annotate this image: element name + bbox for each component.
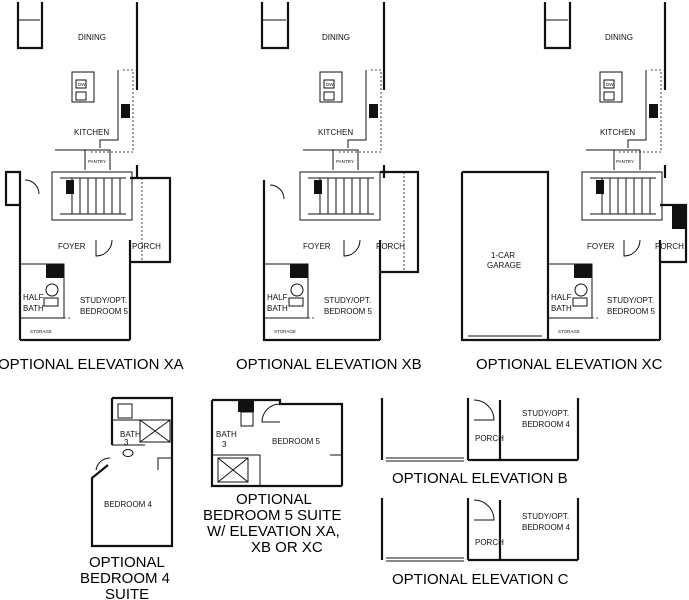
xb-bedroom-label: BEDROOM 5 <box>324 307 373 316</box>
plan-elevation-c <box>380 498 580 562</box>
xa-storage-label: STORAGE <box>30 329 52 334</box>
xa-caption: OPTIONAL ELEVATION XA <box>0 356 184 373</box>
xa-study-label: STUDY/OPT. <box>80 296 127 305</box>
xa-pantry-label: PANTRY <box>88 159 106 164</box>
bed4-bedroom-label: BEDROOM 4 <box>104 500 153 509</box>
elev-c-caption: OPTIONAL ELEVATION C <box>392 571 569 588</box>
xb-foyer-label: FOYER <box>303 242 331 251</box>
xa-dw-label: DW <box>78 82 86 87</box>
bed5-bath-number: 3 <box>222 440 227 449</box>
xb-study-label: STUDY/OPT. <box>324 296 371 305</box>
xc-bath-label: BATH <box>551 304 572 313</box>
bed5-bath-label: BATH <box>216 430 237 439</box>
xc-storage-label: STORAGE <box>558 329 580 334</box>
bed4-bath-label: BATH <box>120 430 141 439</box>
elev-b-bedroom-label: BEDROOM 4 <box>522 420 571 429</box>
plan-bedroom-4-suite <box>90 396 174 548</box>
bed5-caption-1: OPTIONAL <box>236 491 312 508</box>
bed5-caption-3: W/ ELEVATION XA, <box>207 523 340 540</box>
xc-porch-label: PORCH <box>655 242 684 251</box>
elev-b-study-label: STUDY/OPT. <box>522 409 569 418</box>
bed5-caption-2: BEDROOM 5 SUITE <box>203 507 341 524</box>
xb-dining-label: DINING <box>322 33 350 42</box>
xc-half-label: HALF <box>551 293 572 302</box>
xc-garage-label-1: 1-CAR <box>491 251 515 260</box>
xb-caption: OPTIONAL ELEVATION XB <box>236 356 422 373</box>
xc-caption: OPTIONAL ELEVATION XC <box>476 356 663 373</box>
xc-dw-label: DW <box>606 82 614 87</box>
xc-pantry-label: PANTRY <box>616 159 634 164</box>
plan-elevation-xc <box>460 2 688 342</box>
xa-foyer-label: FOYER <box>58 242 86 251</box>
bed5-bedroom-label: BEDROOM 5 <box>272 437 321 446</box>
xb-storage-label: STORAGE <box>274 329 296 334</box>
bed5-caption-4: XB OR XC <box>251 539 323 556</box>
elev-c-study-label: STUDY/OPT. <box>522 512 569 521</box>
xb-bath-label: BATH <box>267 304 288 313</box>
bed4-caption-1: OPTIONAL <box>89 554 165 571</box>
xc-kitchen-label: KITCHEN <box>600 128 635 137</box>
plan-elevation-b <box>380 398 580 462</box>
xc-bedroom-label: BEDROOM 5 <box>607 307 656 316</box>
xc-garage-label-2: GARAGE <box>487 261 521 270</box>
plan-elevation-xa <box>4 2 172 342</box>
xb-kitchen-label: KITCHEN <box>318 128 353 137</box>
xa-bedroom-label: BEDROOM 5 <box>80 307 129 316</box>
bed4-caption-2: BEDROOM 4 <box>80 570 170 587</box>
xa-kitchen-label: KITCHEN <box>74 128 109 137</box>
xb-pantry-label: PANTRY <box>336 159 354 164</box>
xa-porch-label: PORCH <box>132 242 161 251</box>
elev-b-caption: OPTIONAL ELEVATION B <box>392 470 568 487</box>
xb-half-label: HALF <box>267 293 288 302</box>
xb-porch-label: PORCH <box>376 242 405 251</box>
xa-half-label: HALF <box>23 293 44 302</box>
bed4-bath-number: 3 <box>124 438 129 447</box>
elev-b-porch-label: PORCH <box>475 434 504 443</box>
plan-elevation-xb <box>260 2 420 342</box>
xb-dw-label: DW <box>326 82 334 87</box>
xc-dining-label: DINING <box>605 33 633 42</box>
xa-dining-label: DINING <box>78 33 106 42</box>
xc-foyer-label: FOYER <box>587 242 615 251</box>
elev-c-bedroom-label: BEDROOM 4 <box>522 523 571 532</box>
plan-bedroom-5-suite <box>210 398 344 488</box>
xc-study-label: STUDY/OPT. <box>607 296 654 305</box>
bed4-caption-3: SUITE <box>105 586 149 600</box>
xa-bath-label: BATH <box>23 304 44 313</box>
elev-c-porch-label: PORCH <box>475 538 504 547</box>
